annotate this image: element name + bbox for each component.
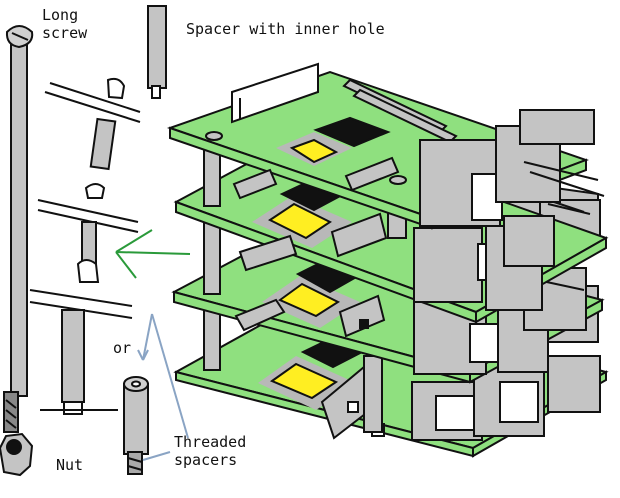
- pointer-arrow-blue: [137, 313, 189, 461]
- label-long-screw-line1: Long: [42, 6, 79, 24]
- label-or: or: [113, 339, 132, 357]
- label-spacer-with-hole: Spacer with inner hole: [186, 20, 385, 38]
- label-threaded-line2: spacers: [174, 451, 238, 469]
- nut-icon: [0, 432, 34, 477]
- top-spacer-heads: [205, 131, 407, 185]
- label-long-screw-line2: screw: [42, 24, 88, 42]
- long-screw: [3, 25, 34, 433]
- spacer-with-hole: [147, 5, 167, 99]
- board-layer-1: [166, 62, 605, 230]
- label-threaded-spacers: Threaded spacers: [174, 433, 246, 469]
- board-layer-4: [173, 294, 609, 458]
- pointer-arrow-green: [115, 229, 191, 279]
- label-nut: Nut: [56, 456, 84, 474]
- threaded-spacer: [123, 376, 149, 475]
- label-long-screw: Long screw: [42, 6, 87, 42]
- label-threaded-line1: Threaded: [174, 433, 247, 451]
- assembly-sequence: [29, 77, 141, 415]
